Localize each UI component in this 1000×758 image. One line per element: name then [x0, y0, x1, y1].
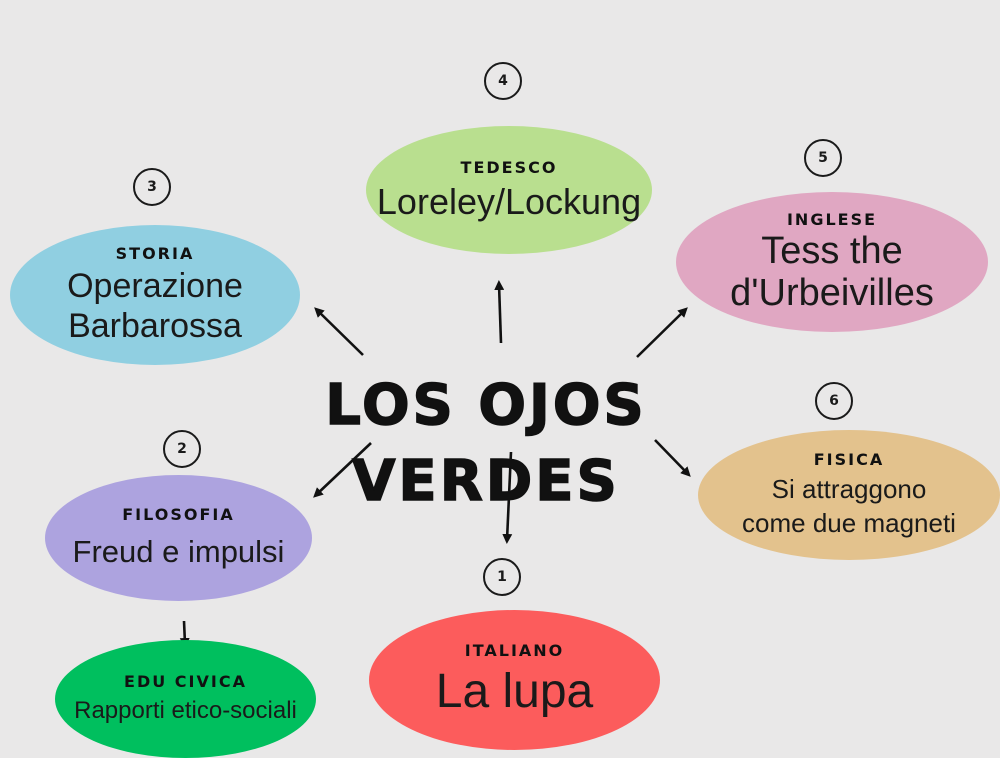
topic-label: Loreley/Lockung: [376, 181, 642, 222]
subject-label: TEDESCO: [460, 158, 558, 177]
subject-label: FISICA: [813, 450, 885, 469]
arrow-to-storia: [314, 307, 364, 356]
node-filosofia: FILOSOFIA Freud e impulsi: [45, 475, 312, 601]
node-tedesco: TEDESCO Loreley/Lockung: [366, 126, 652, 254]
number-badge-6: 6: [815, 382, 853, 420]
subject-label: FILOSOFIA: [122, 505, 235, 524]
topic-label: Si attraggono come due magneti: [742, 474, 956, 538]
arrow-to-inglese: [636, 307, 688, 358]
number-badge-5: 5: [804, 139, 842, 177]
subject-label: STORIA: [115, 244, 195, 263]
node-edu-civica: EDU CIVICA Rapporti etico-sociali: [55, 640, 316, 758]
topic-label: La lupa: [435, 665, 594, 718]
number-badge-4: 4: [484, 62, 522, 100]
arrow-to-tedesco: [494, 280, 505, 344]
node-storia: STORIA Operazione Barbarossa: [10, 225, 300, 365]
subject-label: EDU CIVICA: [124, 672, 247, 691]
topic-label: Freud e impulsi: [72, 534, 285, 569]
topic-label: Rapporti etico-sociali: [74, 697, 297, 724]
central-title: LOS OJOS VERDES: [325, 372, 647, 515]
number-badge-1: 1: [483, 558, 521, 596]
topic-label: Operazione Barbarossa: [67, 267, 243, 345]
arrow-to-fisica: [654, 439, 691, 477]
node-italiano: ITALIANO La lupa: [369, 610, 660, 750]
number-badge-2: 2: [163, 430, 201, 468]
topic-label: Tess the d'Urbeivilles: [730, 230, 934, 314]
subject-label: INGLESE: [786, 210, 878, 229]
node-fisica: FISICA Si attraggono come due magneti: [698, 430, 1000, 560]
number-badge-3: 3: [133, 168, 171, 206]
subject-label: ITALIANO: [464, 641, 565, 660]
node-inglese: INGLESE Tess the d'Urbeivilles: [676, 192, 988, 332]
